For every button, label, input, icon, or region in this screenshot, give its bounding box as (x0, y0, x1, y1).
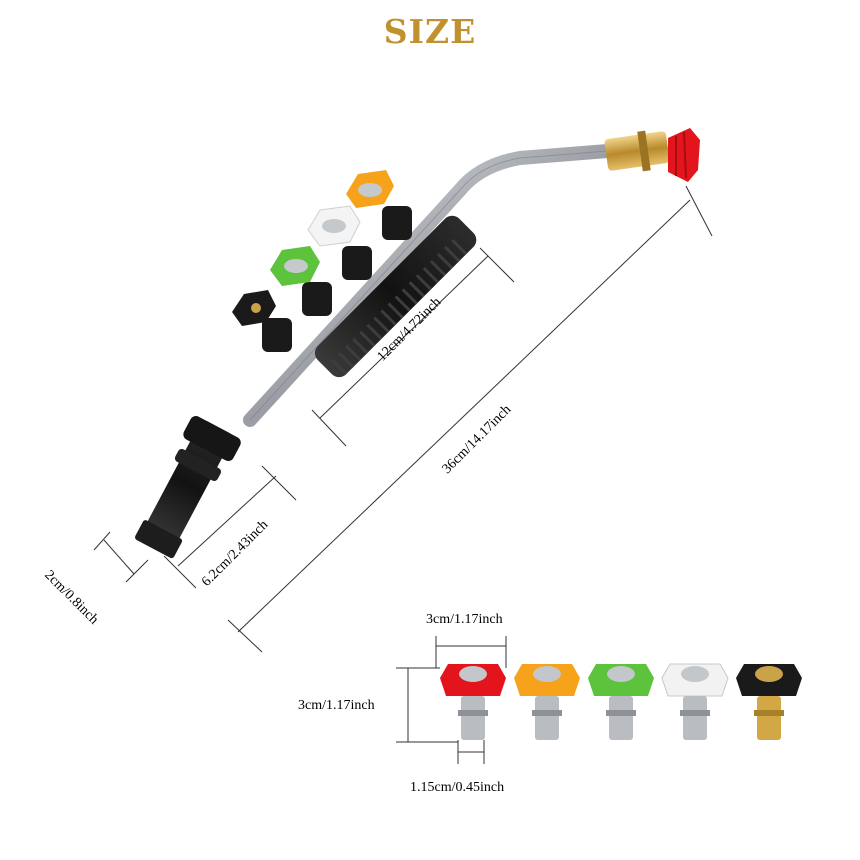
stored-black-nozzle (232, 290, 276, 326)
brass-coupler (604, 130, 670, 172)
stored-white-nozzle (307, 205, 361, 247)
spray-wand (135, 128, 700, 559)
nozzle-dimension-lines (396, 636, 507, 764)
nozzle-5 (736, 664, 802, 740)
dim-label-nozzle-height: 3cm/1.17inch (298, 698, 375, 713)
stored-nozzle-posts (262, 206, 412, 352)
nozzle-set (396, 636, 507, 764)
red-nozzle-mounted (668, 128, 700, 182)
nozzle-holder (314, 215, 477, 378)
stored-green-nozzle (270, 246, 320, 286)
nozzle-3 (588, 664, 654, 740)
nozzle-4 (661, 663, 729, 740)
page-title: SIZE (383, 12, 477, 51)
dimension-lines (93, 185, 713, 653)
dim-label-nozzle-width: 3cm/1.17inch (426, 612, 503, 627)
nozzle-1 (440, 664, 506, 740)
dim-label-nozzle-plug: 1.15cm/0.45inch (410, 780, 505, 795)
stored-orange-nozzle (346, 170, 394, 208)
nozzle-2 (514, 664, 580, 740)
adapter-connector (135, 415, 241, 559)
